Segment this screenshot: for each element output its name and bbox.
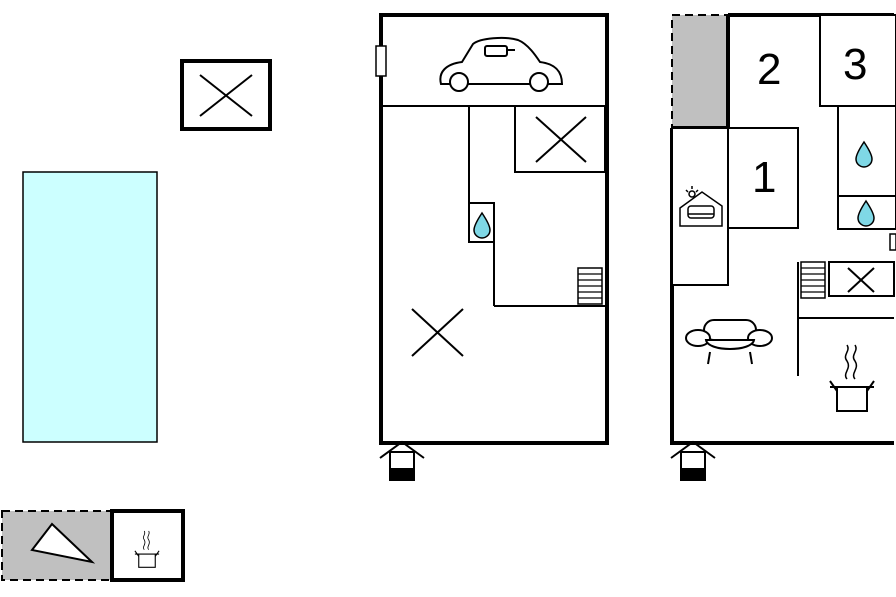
sauna-icon <box>679 186 723 227</box>
room-label-3: 3 <box>843 40 867 89</box>
upper-floor: 1 2 3 <box>670 13 896 445</box>
ground-floor <box>375 13 609 445</box>
sofa-icon <box>685 319 773 365</box>
bbq-room <box>110 509 185 582</box>
stairs-icon <box>577 267 603 305</box>
shade-sail-icon <box>30 522 96 564</box>
terrace-area <box>1 510 113 581</box>
cooking-pot-icon <box>829 344 875 412</box>
window-marker <box>889 233 896 251</box>
pool-area <box>22 171 158 443</box>
stairs-icon <box>800 261 826 299</box>
room-label-1: 1 <box>752 153 776 202</box>
outbuilding-void <box>180 59 272 131</box>
entrance-icon <box>670 441 716 481</box>
bedroom-1 <box>727 127 799 229</box>
room-label-2: 2 <box>757 45 781 94</box>
car-icon <box>439 36 564 92</box>
entrance-icon <box>379 441 425 481</box>
garage-door-marker <box>375 45 387 77</box>
bedroom-3 <box>819 14 896 107</box>
